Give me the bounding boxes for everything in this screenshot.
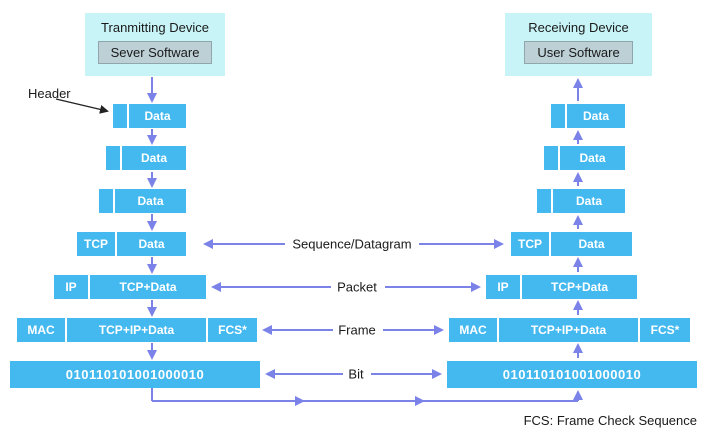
- tx-fcs-box: FCS*: [208, 318, 257, 342]
- fcs-footnote: FCS: Frame Check Sequence: [523, 413, 697, 428]
- rx-row2-header-cell: [544, 146, 558, 170]
- transmitting-device-box: Tranmitting Device Sever Software: [85, 13, 225, 76]
- rx-ip-payload-box: TCP+Data: [522, 275, 637, 299]
- packet-label: Packet: [333, 279, 381, 295]
- rx-mac-payload-box: TCP+IP+Data: [499, 318, 638, 342]
- tx-mac-box: MAC: [17, 318, 65, 342]
- rx-row2-data-box: Data: [560, 146, 625, 170]
- tx-ip-box: IP: [54, 275, 88, 299]
- receiving-device-title: Receiving Device: [528, 20, 629, 35]
- exchange-arrows: [203, 239, 504, 379]
- tx-row3-data-box: Data: [115, 189, 186, 213]
- frame-label: Frame: [334, 322, 380, 338]
- tx-tcp-data-box: Data: [117, 232, 186, 256]
- tx-row3-header-cell: [99, 189, 113, 213]
- rx-tcp-box: TCP: [511, 232, 549, 256]
- rx-tcp-data-box: Data: [551, 232, 632, 256]
- bit-label: Bit: [344, 366, 368, 382]
- header-annotation-label: Header: [28, 86, 71, 101]
- tx-tcp-box: TCP: [77, 232, 115, 256]
- transmitting-device-title: Tranmitting Device: [101, 20, 209, 35]
- transmitting-software-box: Sever Software: [97, 41, 213, 64]
- sequence-datagram-label: Sequence/Datagram: [288, 236, 416, 252]
- tx-mac-payload-box: TCP+IP+Data: [67, 318, 206, 342]
- receiving-device-box: Receiving Device User Software: [505, 13, 652, 76]
- tx-bitstream-box: 010110101001000010: [10, 361, 260, 388]
- tx-row2-header-cell: [106, 146, 120, 170]
- receiving-software-box: User Software: [524, 41, 633, 64]
- tx-row1-header-cell: [113, 104, 127, 128]
- tx-row1-data-box: Data: [129, 104, 186, 128]
- rx-row1-header-cell: [551, 104, 565, 128]
- tx-row2-data-box: Data: [122, 146, 186, 170]
- tx-ip-payload-box: TCP+Data: [90, 275, 206, 299]
- rx-row3-header-cell: [537, 189, 551, 213]
- rx-ip-box: IP: [486, 275, 520, 299]
- transmission-medium-path: [151, 388, 583, 406]
- rx-row3-data-box: Data: [553, 189, 625, 213]
- rx-row1-data-box: Data: [567, 104, 625, 128]
- rx-mac-box: MAC: [449, 318, 497, 342]
- rx-bitstream-box: 010110101001000010: [447, 361, 697, 388]
- rx-fcs-box: FCS*: [640, 318, 690, 342]
